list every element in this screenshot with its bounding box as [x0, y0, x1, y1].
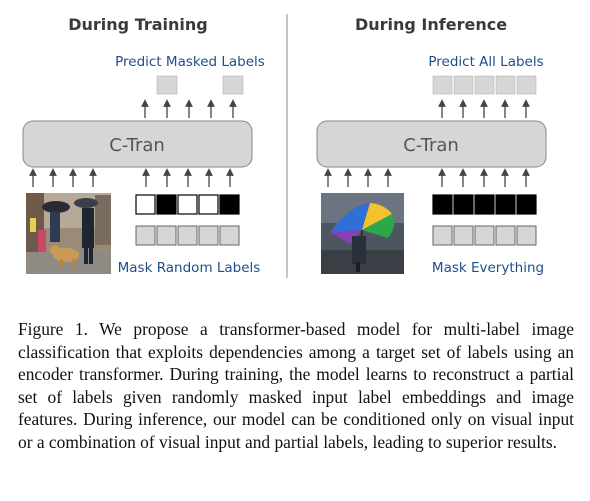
label-embedding-box	[474, 225, 495, 246]
c-tran-label: C-Tran	[403, 135, 459, 156]
predict-all-labels: Predict All Labels	[428, 54, 543, 70]
mask-everything: Mask Everything	[432, 260, 544, 276]
mask-random-labels: Mask Random Labels	[118, 260, 261, 276]
inference-panel: During Inference Predict All Labels C-Tr…	[316, 15, 547, 276]
input-arrows	[324, 168, 530, 187]
label-embedding-box	[219, 225, 240, 246]
input-arrows	[29, 168, 234, 187]
c-tran-model	[22, 120, 253, 168]
label-embedding-box	[177, 225, 198, 246]
training-input-image	[26, 193, 111, 274]
c-tran-label: C-Tran	[109, 135, 165, 156]
label-state-box	[156, 194, 177, 215]
label-state-box	[474, 194, 495, 215]
output-arrows	[438, 99, 530, 118]
label-state-box	[495, 194, 516, 215]
inference-heading: During Inference	[355, 15, 507, 34]
output-arrows	[141, 99, 237, 118]
inference-label-embeddings	[432, 225, 537, 246]
inference-input-image	[321, 193, 404, 274]
figure-caption: Figure 1. We propose a transformer-based…	[18, 319, 574, 452]
label-embedding-box	[198, 225, 219, 246]
predicted-label-box	[432, 75, 453, 95]
label-state-box	[516, 194, 537, 215]
predicted-label-box	[474, 75, 495, 95]
label-state-box	[135, 194, 156, 215]
predicted-label-box	[516, 75, 537, 95]
training-heading: During Training	[68, 15, 208, 34]
label-state-box	[219, 194, 240, 215]
predicted-label-box	[495, 75, 516, 95]
predicted-label-box	[453, 75, 474, 95]
predict-masked-labels: Predict Masked Labels	[115, 54, 265, 70]
inference-label-states	[432, 194, 537, 215]
label-embedding-box	[135, 225, 156, 246]
label-embedding-box	[495, 225, 516, 246]
figure-diagram: During Training Predict Masked Labels C-…	[22, 14, 547, 278]
training-panel: During Training Predict Masked Labels C-…	[22, 15, 265, 276]
training-label-states	[135, 194, 240, 215]
training-label-embeddings	[135, 225, 240, 246]
c-tran-model	[316, 120, 547, 168]
label-embedding-box	[156, 225, 177, 246]
label-state-box	[432, 194, 453, 215]
figure-1: During Training Predict Masked Labels C-…	[22, 14, 547, 278]
label-state-box	[177, 194, 198, 215]
label-state-box	[453, 194, 474, 215]
label-state-box	[198, 194, 219, 215]
label-embedding-box	[516, 225, 537, 246]
label-embedding-box	[432, 225, 453, 246]
predicted-label-box	[222, 75, 244, 95]
predicted-label-box	[156, 75, 178, 95]
label-embedding-box	[453, 225, 474, 246]
